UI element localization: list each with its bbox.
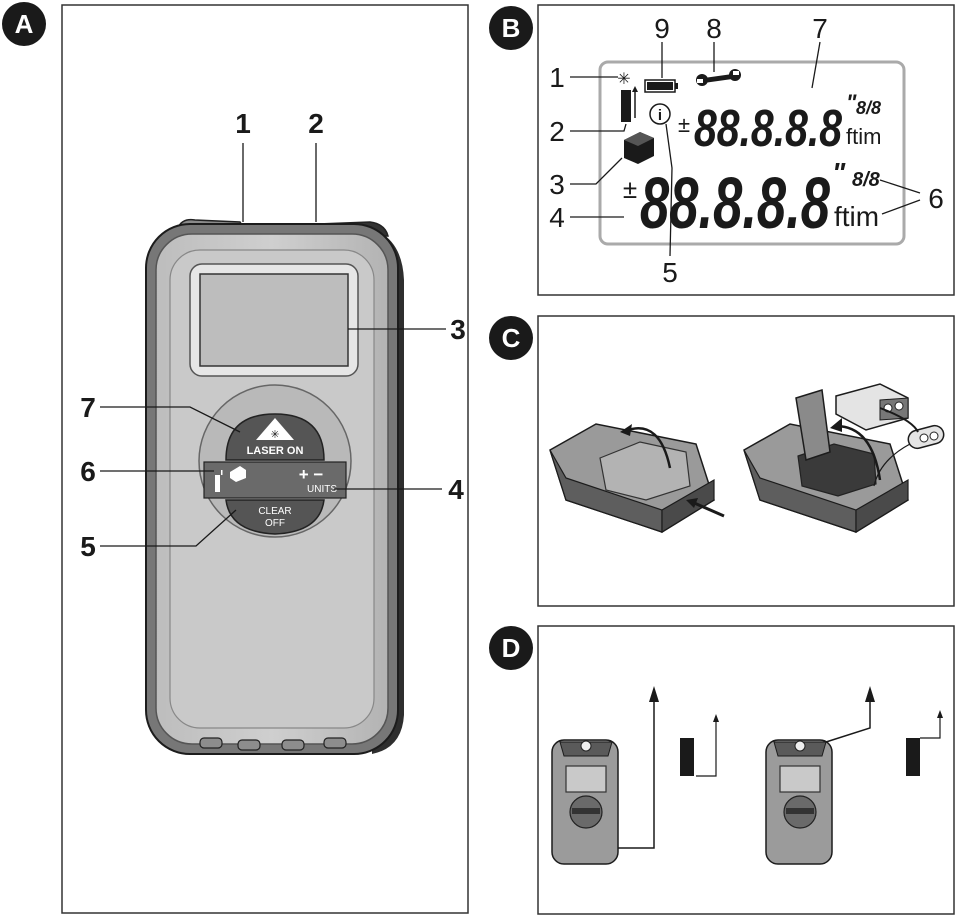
panel-a-callouts: 1 2 3 4 5 6 7 xyxy=(80,108,466,562)
badge-label: D xyxy=(502,633,521,663)
bottom-feet-mark: " xyxy=(832,157,846,188)
info-glyph: i xyxy=(658,107,662,124)
top-units: ftim xyxy=(846,124,881,149)
top-readout-digits: 88.8.8.8 xyxy=(694,100,842,158)
callout-2: 2 xyxy=(308,108,324,139)
laser-on-button[interactable]: ✳ LASER ON xyxy=(225,413,325,461)
panel-d-frame xyxy=(537,625,955,915)
device-reference-top xyxy=(551,686,659,865)
top-feet-mark: " xyxy=(846,90,857,115)
callout-1: 1 xyxy=(235,108,251,139)
mode-units-band: + − UNITS xyxy=(203,461,347,499)
callout-5: 5 xyxy=(80,531,96,562)
battery-9v xyxy=(835,383,909,431)
laser-icon: ✳ xyxy=(270,429,279,441)
clear-label: CLEAR xyxy=(258,506,291,517)
top-fraction: 8/8 xyxy=(856,98,881,118)
laser-on-label: LASER ON xyxy=(247,445,304,457)
panel-badge-c: C xyxy=(489,316,533,360)
units-label: UNITS xyxy=(307,484,337,495)
panel-a-callout-lines xyxy=(100,143,446,547)
bottom-sign: ± xyxy=(623,174,637,204)
device-display-screen xyxy=(199,273,349,367)
callout-2: 2 xyxy=(549,116,565,147)
plus-minus-label: + − xyxy=(299,465,324,484)
area-volume-icon xyxy=(230,466,246,482)
info-icon: i xyxy=(649,103,671,125)
callout-7: 7 xyxy=(812,13,828,44)
units-button[interactable]: + − UNITS xyxy=(299,465,338,495)
battery-icon xyxy=(644,79,678,93)
lcd-display: ✳ i ± 88.8.8.8 " xyxy=(598,60,906,246)
reference-icon-bottom xyxy=(906,710,943,776)
badge-label: C xyxy=(502,323,521,353)
device-back-open xyxy=(743,383,945,534)
clear-off-button[interactable]: CLEAR OFF xyxy=(225,499,325,535)
laser-active-icon: ✳ xyxy=(617,71,630,88)
panel-c-frame xyxy=(537,315,955,607)
callout-6: 6 xyxy=(928,183,944,214)
measure-mode-button[interactable] xyxy=(215,466,246,492)
callout-4: 4 xyxy=(448,474,464,505)
callout-4: 4 xyxy=(549,202,565,233)
panel-badge-a: A xyxy=(2,2,46,46)
open-cover xyxy=(795,389,831,461)
callout-5: 5 xyxy=(662,257,678,288)
callout-7: 7 xyxy=(80,392,96,423)
panel-badge-d: D xyxy=(489,626,533,670)
wrench-icon xyxy=(696,69,741,86)
panel-b-callout-lines xyxy=(570,41,921,257)
volume-mode-icon xyxy=(624,132,654,164)
reference-level-icon xyxy=(621,90,631,122)
bottom-readout-digits: 88.8.8.8 xyxy=(640,164,830,244)
callout-3: 3 xyxy=(549,169,565,200)
battery-cavity xyxy=(797,443,877,497)
badge-label: B xyxy=(502,13,521,43)
reference-icon-top xyxy=(680,714,719,777)
device-front-view: ✳ LASER ON + − UNITS CLEAR OFF xyxy=(145,218,404,755)
callout-6: 6 xyxy=(80,456,96,487)
bottom-fraction: 8/8 xyxy=(852,169,881,191)
device-reference-bottom xyxy=(765,686,875,865)
panel-b-callouts: 1 2 3 4 5 6 7 8 9 xyxy=(549,13,944,288)
badge-label: A xyxy=(15,9,34,39)
callout-9: 9 xyxy=(654,13,670,44)
bottom-units: ftim xyxy=(834,201,879,232)
callout-8: 8 xyxy=(706,13,722,44)
callout-1: 1 xyxy=(549,62,565,93)
panel-b-frame xyxy=(537,4,955,296)
callout-3: 3 xyxy=(450,314,466,345)
device-back-closed xyxy=(549,423,725,534)
top-sign: ± xyxy=(678,112,690,137)
off-label: OFF xyxy=(265,518,285,529)
panel-a-frame xyxy=(61,4,469,914)
panel-badge-b: B xyxy=(489,6,533,50)
keypad-ring xyxy=(198,384,352,538)
